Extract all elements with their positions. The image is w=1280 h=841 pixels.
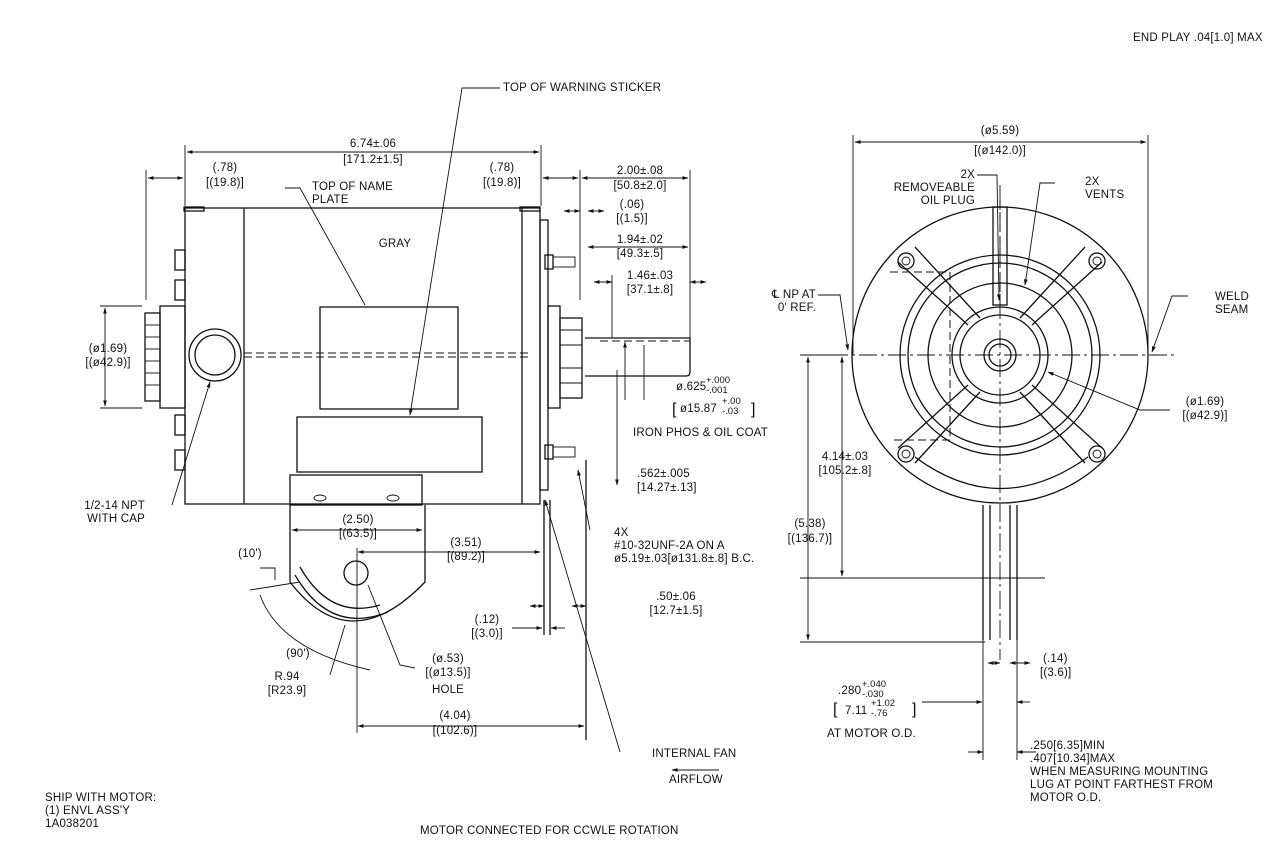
warning-sticker-label: TOP OF WARNING STICKER bbox=[503, 82, 662, 94]
shaft-dia-mm-minus: -.03 bbox=[722, 406, 739, 417]
lug-bracket-open: [ bbox=[833, 701, 838, 718]
end-dia-mm: [(ø142.0)] bbox=[974, 145, 1026, 157]
motor-body bbox=[184, 207, 541, 505]
lug-width-plus: +.040 bbox=[862, 679, 887, 690]
hole-offset-mm: [(89.2)] bbox=[446, 551, 486, 563]
lug-span-note: .250[6.35]MIN .407[10.34]MAX WHEN MEASUR… bbox=[1030, 740, 1214, 804]
shaft-len-mm: [49.3±.5] bbox=[616, 248, 664, 260]
bracket-width-mm: [(63.5)] bbox=[338, 528, 378, 540]
radius-mm: [R23.9] bbox=[267, 685, 307, 697]
center-height-mm: [105.2±.8] bbox=[818, 465, 872, 477]
ship-note: SHIP WITH MOTOR: (1) ENVL ASS'Y 1A038201 bbox=[45, 792, 157, 830]
oil-plug-label: 2X REMOVEABLE OIL PLUG bbox=[893, 169, 975, 207]
angle-10: (10') bbox=[238, 548, 262, 560]
bracket-close: ] bbox=[751, 401, 756, 418]
overall-length-mm: [171.2±1.5] bbox=[343, 154, 403, 166]
gap-mm: [(1.5)] bbox=[616, 213, 648, 225]
name-plate-label: TOP OF NAME PLATE bbox=[312, 181, 394, 206]
end-hub-in: (ø1.69) bbox=[1185, 396, 1225, 408]
hole-in: (ø.53) bbox=[432, 653, 464, 665]
shaft-dia-in: ø.625 bbox=[676, 381, 707, 393]
flat-len-in: 1.46±.03 bbox=[626, 270, 674, 282]
hole-mm: [(ø13.5)] bbox=[425, 667, 471, 679]
radius-in: R.94 bbox=[274, 671, 300, 683]
shaft-coating-note: IRON PHOS & OIL COAT bbox=[633, 427, 768, 439]
left-offset-mm: [(19.8)] bbox=[205, 177, 245, 189]
hub-dia-mm: [(ø42.9)] bbox=[85, 357, 131, 369]
end-play-note: END PLAY .04[1.0] MAX bbox=[1133, 32, 1263, 44]
bracket-open: [ bbox=[672, 401, 677, 418]
end-view bbox=[800, 135, 1188, 760]
vents-label: 2X VENTS bbox=[1085, 176, 1125, 201]
weld-seam-label: WELD SEAM bbox=[1215, 291, 1250, 316]
flat-depth-in: .562±.005 bbox=[637, 468, 690, 480]
bracket-len-mm: [(102.6)] bbox=[432, 725, 478, 737]
color-note: GRAY bbox=[378, 238, 412, 250]
shaft-dia-mm-plus: +.00 bbox=[722, 396, 741, 407]
lug-width-mm-minus: -.76 bbox=[871, 708, 888, 719]
rotation-note: MOTOR CONNECTED FOR CCWLE ROTATION bbox=[420, 825, 679, 837]
stud-len-mm: [12.7±1.5] bbox=[649, 605, 703, 617]
flat-depth-mm: [14.27±.13] bbox=[637, 482, 697, 494]
internal-fan-label: INTERNAL FAN bbox=[652, 748, 737, 760]
gap-in: (.06) bbox=[619, 199, 645, 211]
lug-width-mm: 7.11 bbox=[845, 705, 868, 717]
lug-gap-mm: [(3.6)] bbox=[1040, 667, 1072, 679]
total-height-mm: [(136.7)] bbox=[787, 533, 833, 545]
left-offset-in: (.78) bbox=[212, 162, 238, 174]
mount-hole bbox=[343, 560, 369, 586]
total-height-in: (5.38) bbox=[794, 518, 826, 530]
name-plate bbox=[319, 306, 459, 410]
center-height-in: 4.14±.03 bbox=[821, 451, 869, 463]
warning-sticker bbox=[296, 416, 483, 473]
shaft-dia-tol-minus: -.001 bbox=[706, 385, 728, 396]
lug-gap-in: (.14) bbox=[1043, 653, 1068, 665]
lug-width-note: AT MOTOR O.D. bbox=[827, 728, 916, 740]
angle-90: (90') bbox=[286, 648, 310, 660]
flat-len-mm: [37.1±.8] bbox=[626, 284, 674, 296]
hole-label: HOLE bbox=[431, 684, 465, 696]
shaft-len-in: 1.94±.02 bbox=[616, 234, 664, 246]
right-offset-in: (.78) bbox=[489, 162, 515, 174]
thick-mm: [(3.0)] bbox=[471, 628, 503, 640]
stud-note: 4X #10-32UNF-2A ON A ø5.19±.03[ø131.8±.8… bbox=[614, 527, 755, 565]
right-offset-mm: [(19.8)] bbox=[482, 177, 522, 189]
conduit-fitting bbox=[188, 328, 242, 382]
overall-length-in: 6.74±.06 bbox=[349, 138, 397, 150]
lug-bracket-close: ] bbox=[912, 701, 917, 718]
hole-offset-in: (3.51) bbox=[450, 537, 482, 549]
np-ref-label: ℄ NP AT 0' REF. bbox=[771, 289, 816, 314]
shaft-dia-mm: ø15.87 bbox=[680, 403, 718, 415]
lug-width-mm-plus: +1.02 bbox=[871, 698, 896, 709]
lug-width-minus: -.030 bbox=[862, 689, 884, 700]
stud-len-in: .50±.06 bbox=[656, 591, 696, 603]
airflow-label: AIRFLOW bbox=[669, 774, 723, 786]
end-dia-in: (ø5.59) bbox=[980, 125, 1020, 137]
npt-note: 1/2-14 NPT WITH CAP bbox=[84, 500, 145, 525]
shaft-dia-tol-plus: +.000 bbox=[706, 375, 731, 386]
thick-in: (.12) bbox=[474, 614, 500, 626]
lug-width-in: .280 bbox=[838, 685, 862, 697]
bracket-width-in: (2.50) bbox=[342, 514, 374, 526]
bracket-len-in: (4.04) bbox=[439, 710, 471, 722]
shaft-ext-in: 2.00±.08 bbox=[616, 165, 664, 177]
end-hub-mm: [(ø42.9)] bbox=[1182, 410, 1228, 422]
side-view bbox=[100, 87, 719, 772]
shaft-ext-mm: [50.8±2.0] bbox=[613, 180, 667, 192]
hub-dia-in: (ø1.69) bbox=[88, 343, 128, 355]
